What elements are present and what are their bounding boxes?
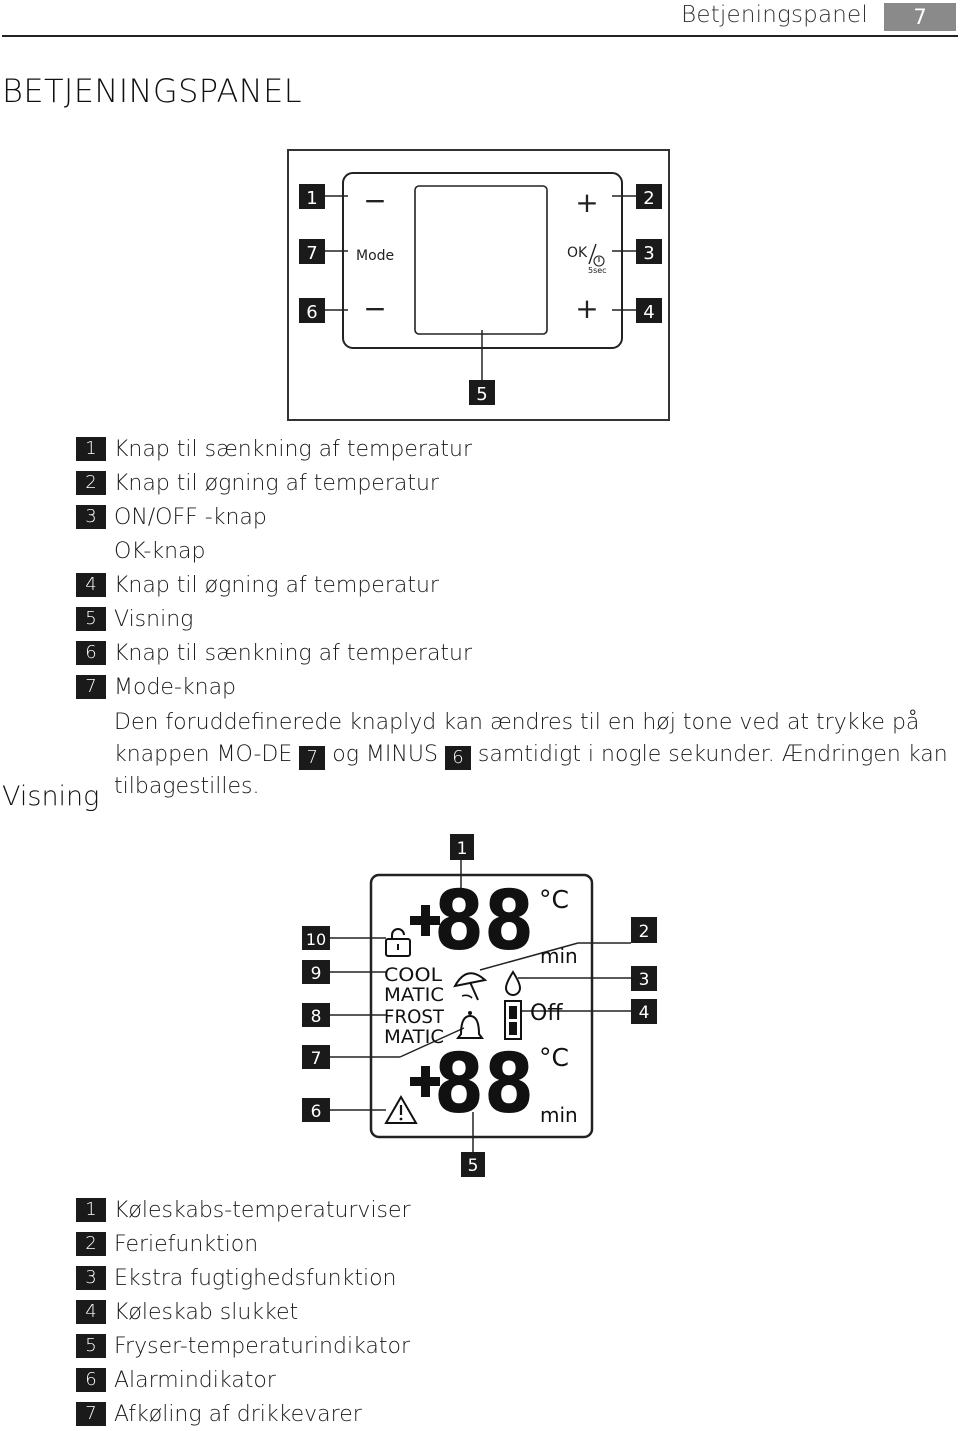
callout-2: 2 [636,184,662,209]
display-callout-7: 7 [302,1045,330,1069]
svg-text:7: 7 [311,1049,322,1069]
power-icon [593,255,605,267]
svg-text:1: 1 [306,188,317,209]
coolmatic-label-line1: COOL [384,964,442,986]
svg-text:4: 4 [639,1003,650,1023]
min-label-lower: min [540,1103,578,1127]
ok-button[interactable]: OK 5sec [567,243,607,275]
svg-text:5: 5 [476,384,487,405]
svg-text:9: 9 [311,964,322,984]
frostmatic-label-line2: MATIC [384,1026,444,1048]
svg-text:6: 6 [306,302,317,323]
display-callout-10: 10 [302,926,330,950]
svg-text:OK: OK [567,245,588,261]
callout-6: 6 [299,298,325,323]
plus-button-upper[interactable]: + [575,186,598,219]
svg-text:2: 2 [643,188,654,209]
display-callout-9: 9 [302,960,330,984]
minus-button-upper[interactable]: − [363,184,386,217]
callout-7: 7 [299,239,325,264]
section-heading-visning: Visning [2,781,100,812]
alarm-triangle-icon [384,1094,418,1124]
display-figure: 1 5 10 9 8 7 6 2 3 4 88 °C min [302,834,657,1177]
bell-icon [456,1011,484,1039]
svg-text:5: 5 [468,1156,479,1176]
display-callout-2: 2 [631,917,657,943]
min-label-upper: min [540,944,578,968]
svg-text:2: 2 [639,922,650,942]
water-drop-icon [504,970,522,996]
callout-5: 5 [469,380,495,405]
minus-button-lower[interactable]: − [363,292,386,325]
fridge-off-icon [504,1000,522,1040]
fridge-temperature-digits: 88 [434,874,534,969]
svg-text:5sec: 5sec [588,266,607,275]
display-callout-5: 5 [461,1152,485,1177]
freezer-temperature-digits: 88 [434,1037,534,1132]
svg-text:3: 3 [639,970,650,990]
off-label: Off [530,1001,563,1026]
control-panel-figure: 1 7 6 2 3 4 5 − − + + Mode OK 5sec [287,149,670,421]
frostmatic-label-line1: FROST [384,1006,444,1028]
callout-3: 3 [636,239,662,264]
display-callout-1: 1 [450,834,474,860]
umbrella-icon [453,972,488,1001]
lock-icon [385,928,411,957]
svg-text:3: 3 [643,243,654,264]
display-callout-3: 3 [631,966,657,991]
svg-text:6: 6 [311,1102,322,1122]
callout-4: 4 [636,298,662,323]
mode-button[interactable]: Mode [356,248,394,264]
svg-text:7: 7 [306,243,317,264]
key-tone-note: Den foruddefinerede knaplyd kan ændres t… [114,710,948,799]
svg-text:1: 1 [457,839,468,859]
page-title: BETJENINGSPANEL [2,72,302,110]
page-number: 7 [884,3,956,31]
callout-1: 1 [299,184,325,209]
header-rule [2,35,958,37]
legend-item: OK-knap [114,538,206,564]
coolmatic-label-line2: MATIC [384,984,444,1006]
svg-text:8: 8 [311,1007,322,1027]
plus-button-lower[interactable]: + [575,292,598,325]
running-header-title: Betjeningspanel [681,2,868,28]
degree-c-upper: °C [539,885,569,914]
svg-text:10: 10 [306,930,326,949]
degree-c-lower: °C [539,1043,569,1072]
display-callout-8: 8 [302,1003,330,1027]
display-callout-4: 4 [631,999,657,1024]
svg-text:4: 4 [643,302,654,323]
display-callout-6: 6 [302,1098,330,1122]
